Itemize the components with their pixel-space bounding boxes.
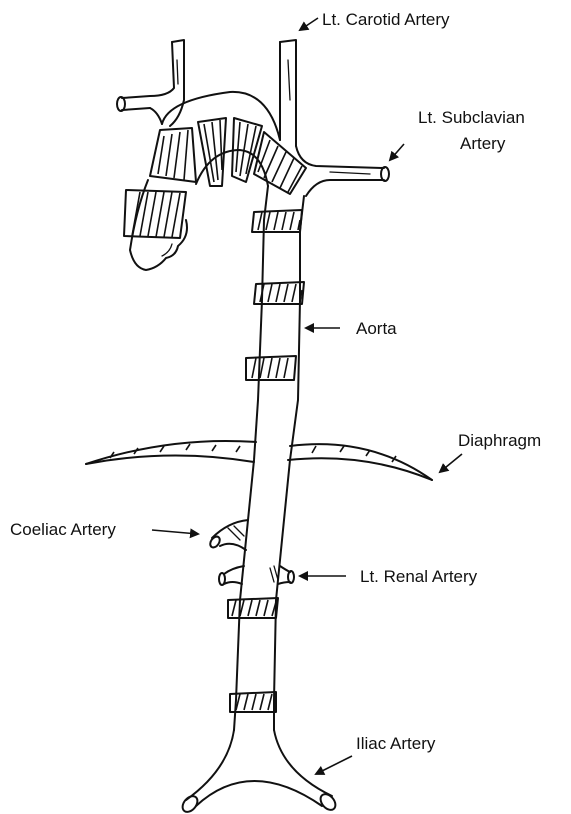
left-carotid-artery (280, 40, 296, 146)
label-iliac: Iliac Artery (356, 734, 436, 753)
subclavian-arrow (390, 144, 404, 160)
iliac-arrow (316, 756, 352, 774)
aortic-arch (130, 92, 280, 270)
carotid-arrow (300, 18, 318, 30)
label-diaphragm: Diaphragm (458, 431, 541, 450)
coeliac-arrow (152, 530, 198, 534)
label-coeliac: Coeliac Artery (10, 520, 116, 539)
diaphragm-arrow (440, 454, 462, 472)
label-renal: Lt. Renal Artery (360, 567, 478, 586)
label-carotid: Lt. Carotid Artery (322, 10, 450, 29)
brachiocephalic-branch (117, 40, 184, 126)
coeliac-artery (208, 520, 248, 550)
label-arrows (152, 18, 462, 774)
label-aorta: Aorta (356, 319, 397, 338)
renal-arteries (219, 566, 294, 585)
iliac-arteries (180, 730, 339, 814)
label-subclavian-line1: Lt. Subclavian (418, 108, 525, 127)
label-subclavian-line2: Artery (460, 134, 506, 153)
aorta-trunk (234, 186, 304, 730)
diaphragm (86, 441, 432, 480)
left-subclavian-artery (296, 146, 389, 196)
